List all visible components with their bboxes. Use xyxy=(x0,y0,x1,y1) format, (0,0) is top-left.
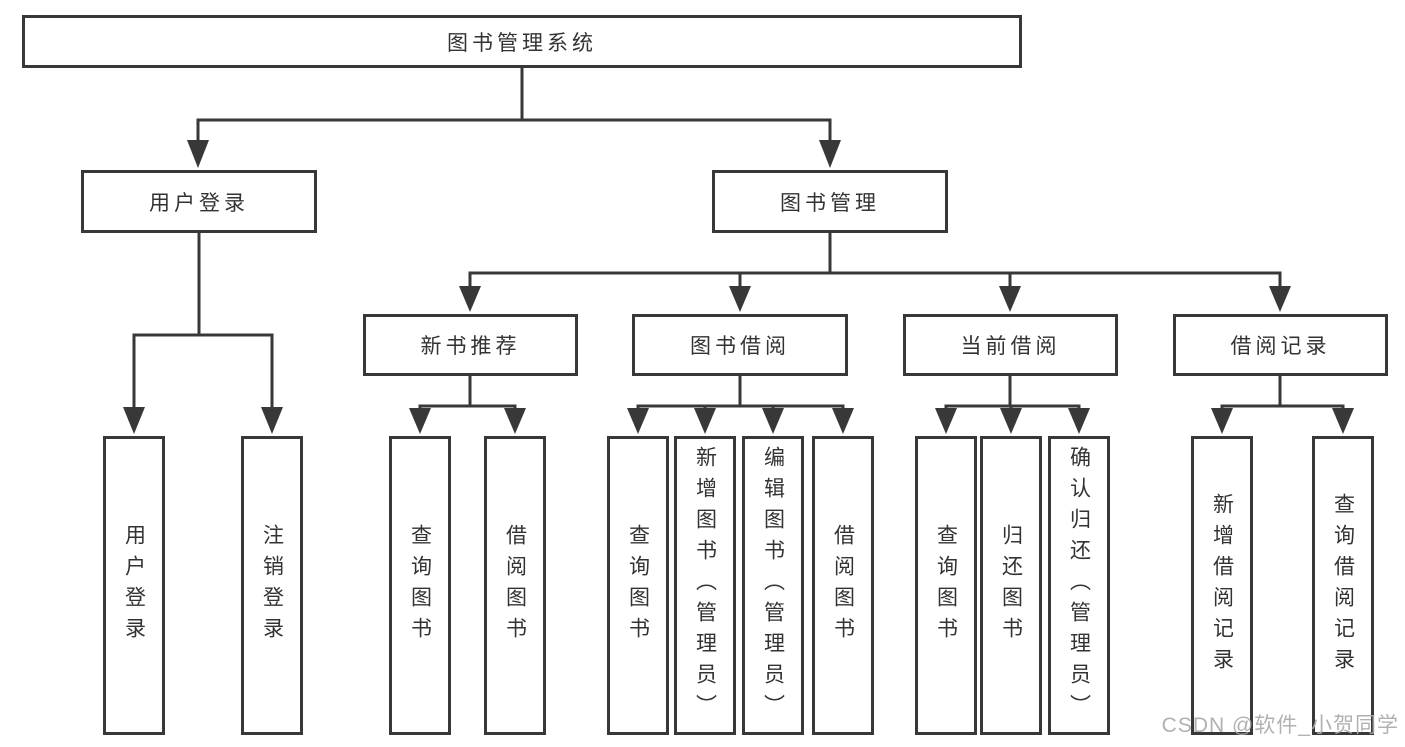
leaf-add-borrow-record: 新增借阅记录 xyxy=(1191,436,1253,735)
node-user-login-branch: 用户登录 xyxy=(81,170,317,233)
arrowhead xyxy=(729,286,751,312)
arrowhead xyxy=(261,407,283,434)
arrowhead xyxy=(1332,408,1354,434)
arrowhead xyxy=(1211,408,1233,434)
arrowhead xyxy=(409,408,431,434)
arrowhead xyxy=(999,286,1021,312)
node-current-borrow: 当前借阅 xyxy=(903,314,1118,376)
leaf-query-books-recommend: 查询图书 xyxy=(389,436,451,735)
leaf-logout: 注销登录 xyxy=(241,436,303,735)
leaf-user-login: 用户登录 xyxy=(103,436,165,735)
arrowhead xyxy=(187,140,209,168)
leaf-return-book: 归还图书 xyxy=(980,436,1042,735)
arrowhead xyxy=(819,140,841,168)
arrowhead xyxy=(832,408,854,434)
arrowhead xyxy=(694,408,716,434)
arrowhead xyxy=(935,408,957,434)
arrowhead xyxy=(1068,408,1090,434)
leaf-add-book-admin: 新增图书（管理员） xyxy=(674,436,736,735)
arrowhead xyxy=(762,408,784,434)
leaf-query-borrow-record: 查询借阅记录 xyxy=(1312,436,1374,735)
leaf-query-books-current: 查询图书 xyxy=(915,436,977,735)
leaf-borrow-books: 借阅图书 xyxy=(812,436,874,735)
leaf-confirm-return-admin: 确认归还（管理员） xyxy=(1048,436,1110,735)
node-borrow-records: 借阅记录 xyxy=(1173,314,1388,376)
leaf-borrow-books-recommend: 借阅图书 xyxy=(484,436,546,735)
arrowhead xyxy=(504,408,526,434)
arrowhead xyxy=(123,407,145,434)
node-book-management: 图书管理 xyxy=(712,170,948,233)
node-book-borrow: 图书借阅 xyxy=(632,314,848,376)
leaf-edit-book-admin: 编辑图书（管理员） xyxy=(742,436,804,735)
arrowhead xyxy=(1269,286,1291,312)
node-new-book-recommend: 新书推荐 xyxy=(363,314,578,376)
node-root: 图书管理系统 xyxy=(22,15,1022,68)
arrowhead xyxy=(627,408,649,434)
arrowhead xyxy=(1000,408,1022,434)
arrowhead xyxy=(459,286,481,312)
leaf-query-books-borrow: 查询图书 xyxy=(607,436,669,735)
csdn-watermark: CSDN @软件_小贺同学 xyxy=(1161,714,1399,737)
